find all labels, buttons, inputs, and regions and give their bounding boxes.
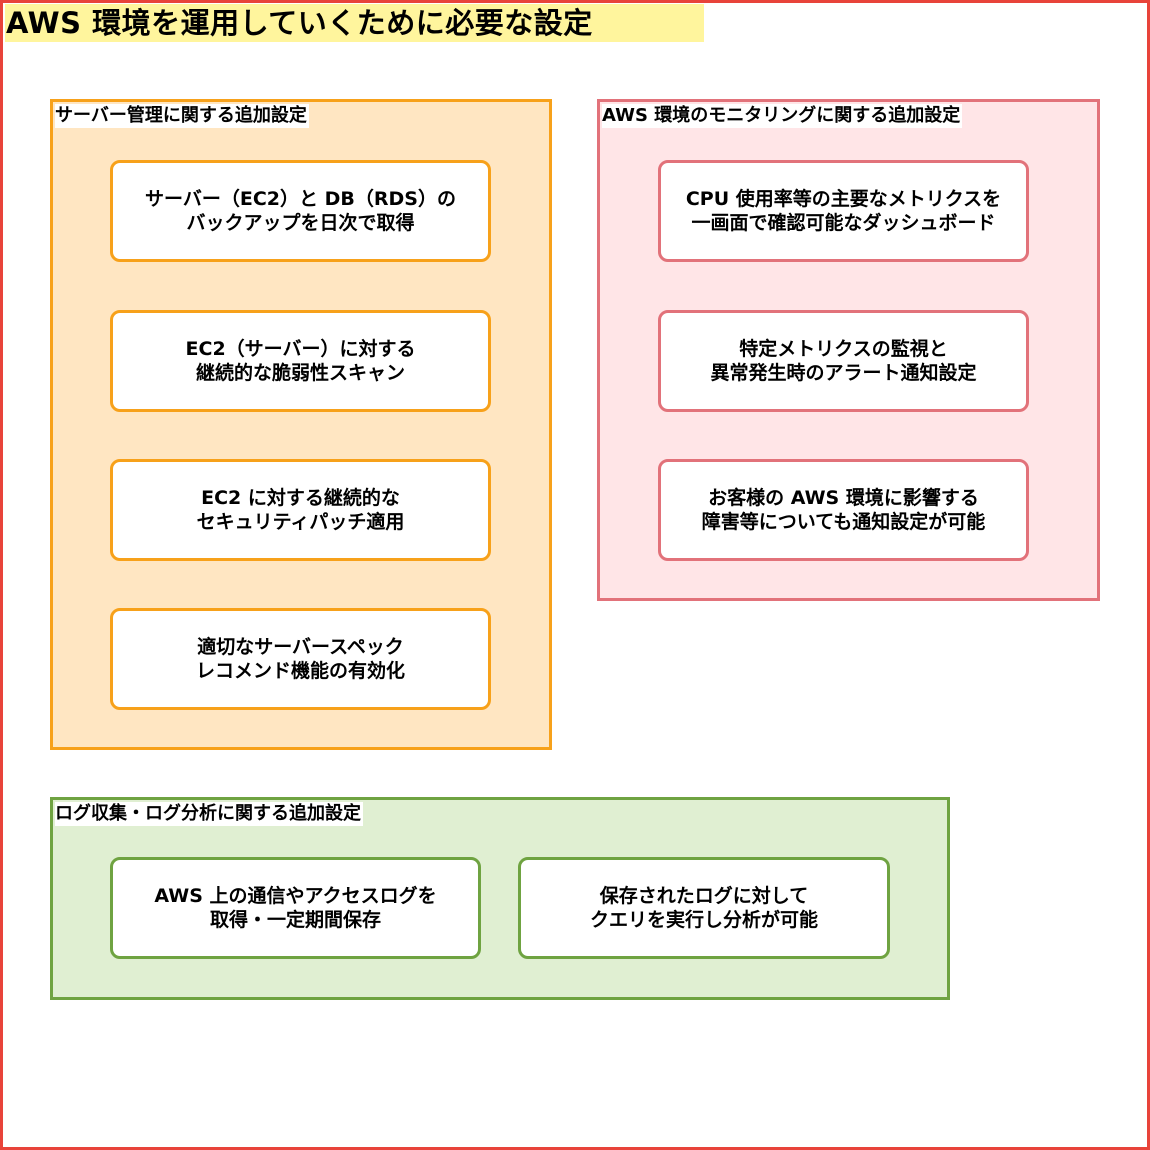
incident-notify-box: お客様の AWS 環境に影響する 障害等についても通知設定が可能 [658,459,1029,561]
log-analysis-group-label: ログ収集・ログ分析に関する追加設定 [55,802,363,826]
monitoring-group-label: AWS 環境のモニタリングに関する追加設定 [602,104,963,128]
log-query-text: 保存されたログに対して クエリを実行し分析が可能 [589,885,818,931]
incident-notify-text: お客様の AWS 環境に影響する 障害等についても通知設定が可能 [701,487,986,533]
security-patch-box: EC2 に対する継続的な セキュリティパッチ適用 [110,459,491,561]
alert-box: 特定メトリクスの監視と 異常発生時のアラート通知設定 [658,310,1029,412]
alert-text: 特定メトリクスの監視と 異常発生時のアラート通知設定 [710,338,977,384]
log-query-box: 保存されたログに対して クエリを実行し分析が可能 [518,857,890,959]
spec-recommend-box: 適切なサーバースペック レコメンド機能の有効化 [110,608,491,710]
server-backup-box: サーバー（EC2）と DB（RDS）の バックアップを日次で取得 [110,160,491,262]
server-backup-text: サーバー（EC2）と DB（RDS）の バックアップを日次で取得 [145,188,456,234]
vulnerability-scan-box: EC2（サーバー）に対する 継続的な脆弱性スキャン [110,310,491,412]
vulnerability-scan-text: EC2（サーバー）に対する 継続的な脆弱性スキャン [185,338,416,384]
log-collection-box: AWS 上の通信やアクセスログを 取得・一定期間保存 [110,857,481,959]
server-management-group-label: サーバー管理に関する追加設定 [55,104,309,128]
page-title: AWS 環境を運用していくために必要な設定 [5,4,704,42]
spec-recommend-text: 適切なサーバースペック レコメンド機能の有効化 [195,636,405,682]
dashboard-box: CPU 使用率等の主要なメトリクスを 一画面で確認可能なダッシュボード [658,160,1029,262]
security-patch-text: EC2 に対する継続的な セキュリティパッチ適用 [196,487,405,533]
log-collection-text: AWS 上の通信やアクセスログを 取得・一定期間保存 [154,885,437,931]
dashboard-text: CPU 使用率等の主要なメトリクスを 一画面で確認可能なダッシュボード [685,188,1002,234]
